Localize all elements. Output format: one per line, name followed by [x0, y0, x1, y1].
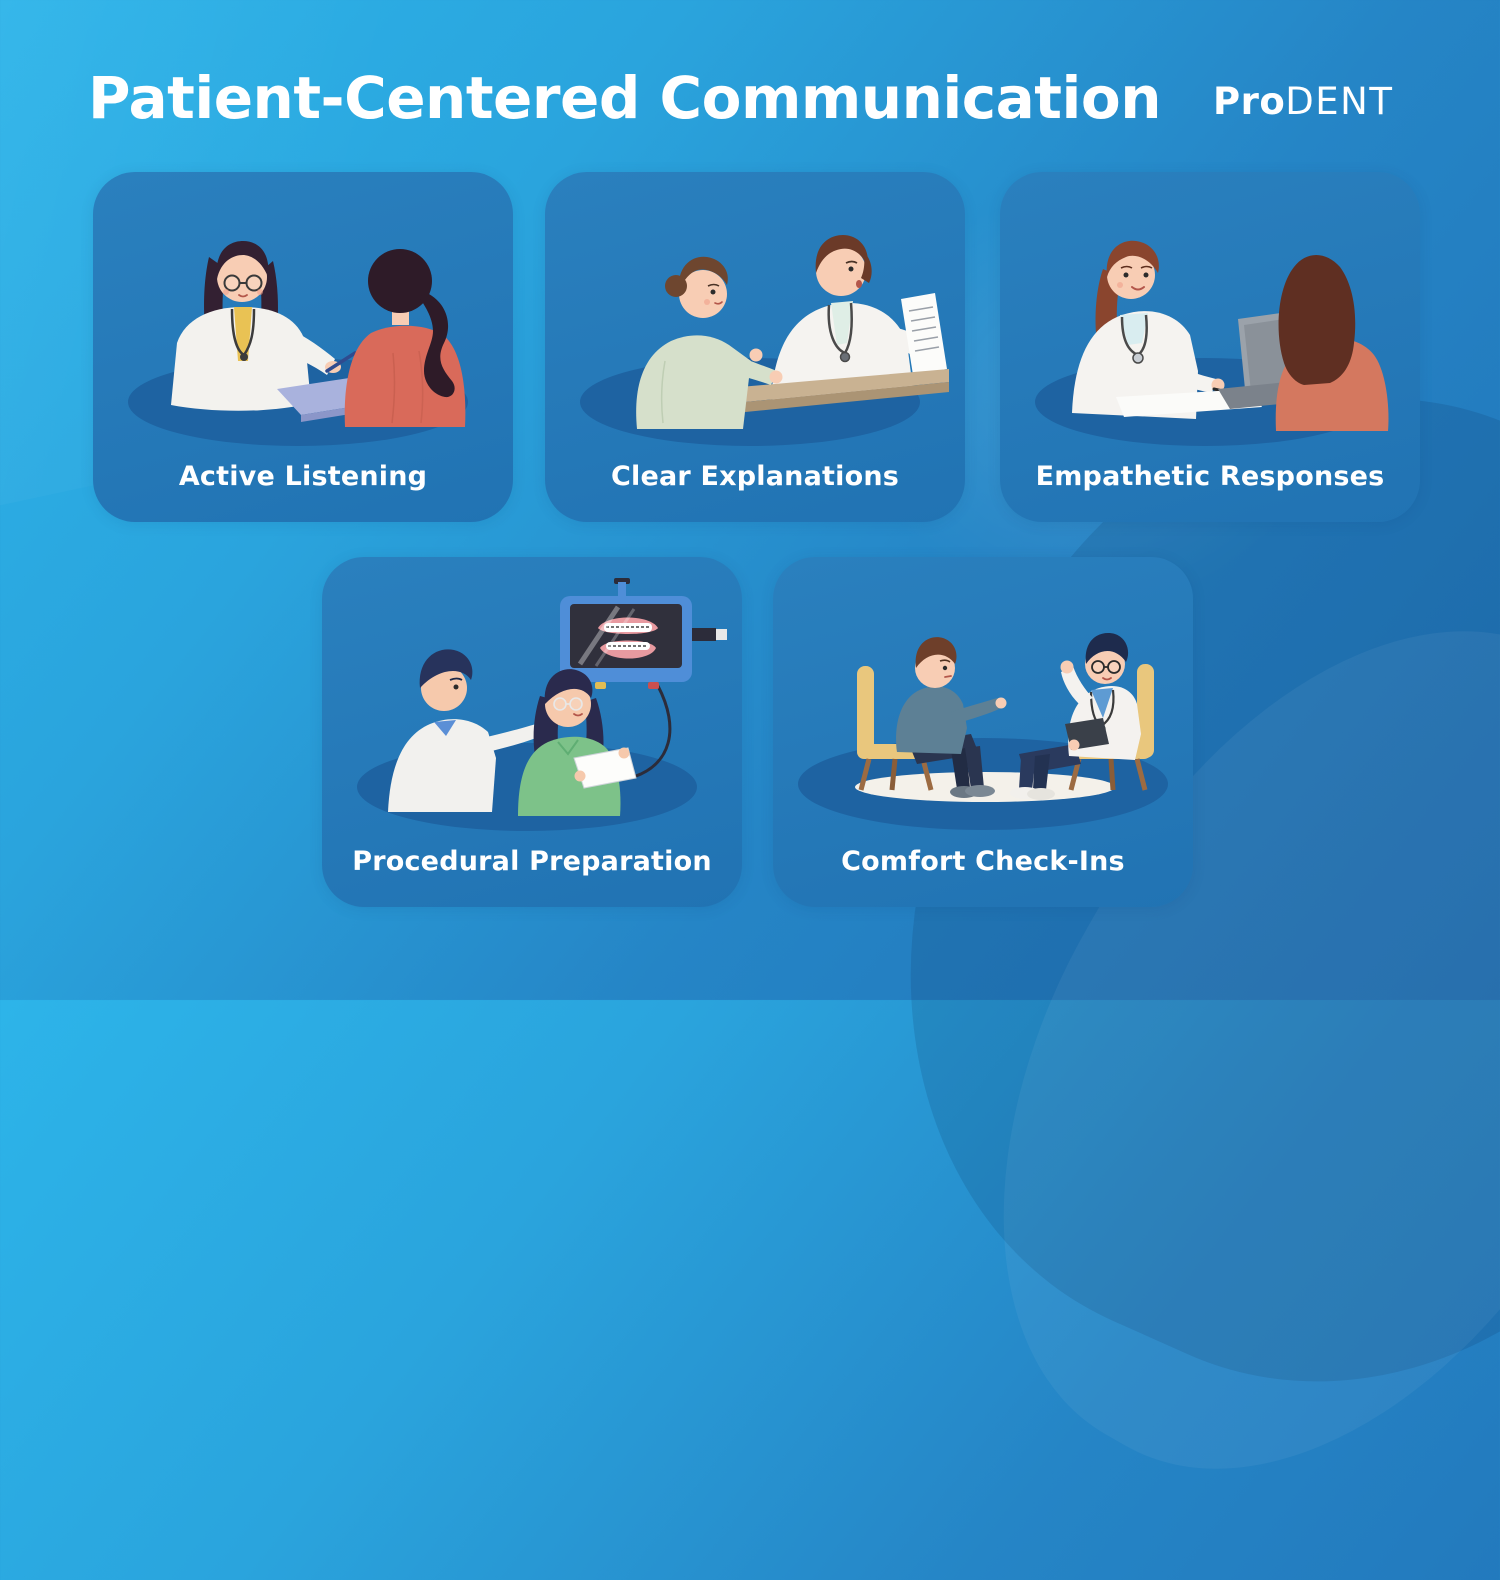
dental-monitor — [560, 578, 727, 689]
card-label: Empathetic Responses — [1035, 461, 1385, 492]
card-label: Comfort Check-Ins — [841, 846, 1125, 877]
logo-light-part: DENT — [1285, 80, 1394, 123]
card-comfort-check-ins: Comfort Check-Ins — [773, 557, 1193, 907]
active-listening-illustration — [128, 241, 468, 446]
patient — [896, 637, 1007, 798]
card-empathetic-responses: Empathetic Responses — [1000, 172, 1420, 522]
card-clear-explanations: Clear Explanations — [545, 172, 965, 522]
table — [693, 369, 949, 416]
document — [901, 293, 947, 375]
doctor-hand-on-shoulder — [749, 348, 763, 362]
monitor-cable — [629, 685, 672, 780]
doctor — [1072, 240, 1242, 419]
patient — [1275, 255, 1389, 431]
card-procedural-preparation: Procedural Preparation — [322, 557, 742, 907]
logo-bold-part: Pro — [1213, 80, 1286, 123]
infographic-canvas: { "header": { "title": "Patient-Centered… — [0, 0, 1500, 1505]
prodent-logo: ProDENT — [1213, 80, 1393, 123]
patient — [636, 256, 783, 429]
doctor — [1010, 633, 1141, 800]
card-active-listening: Active Listening — [93, 172, 513, 522]
doctor — [171, 241, 357, 411]
procedural-preparation-illustration — [357, 578, 727, 831]
assistant — [518, 669, 637, 816]
page-title: Patient-Centered Communication — [88, 64, 1162, 132]
card-label: Procedural Preparation — [352, 846, 712, 877]
empathetic-responses-illustration — [1035, 240, 1389, 446]
clear-explanations-illustration — [580, 235, 949, 446]
patient — [344, 249, 466, 427]
card-label: Active Listening — [178, 461, 428, 492]
comfort-check-ins-illustration — [798, 633, 1168, 830]
card-label: Clear Explanations — [610, 461, 900, 492]
